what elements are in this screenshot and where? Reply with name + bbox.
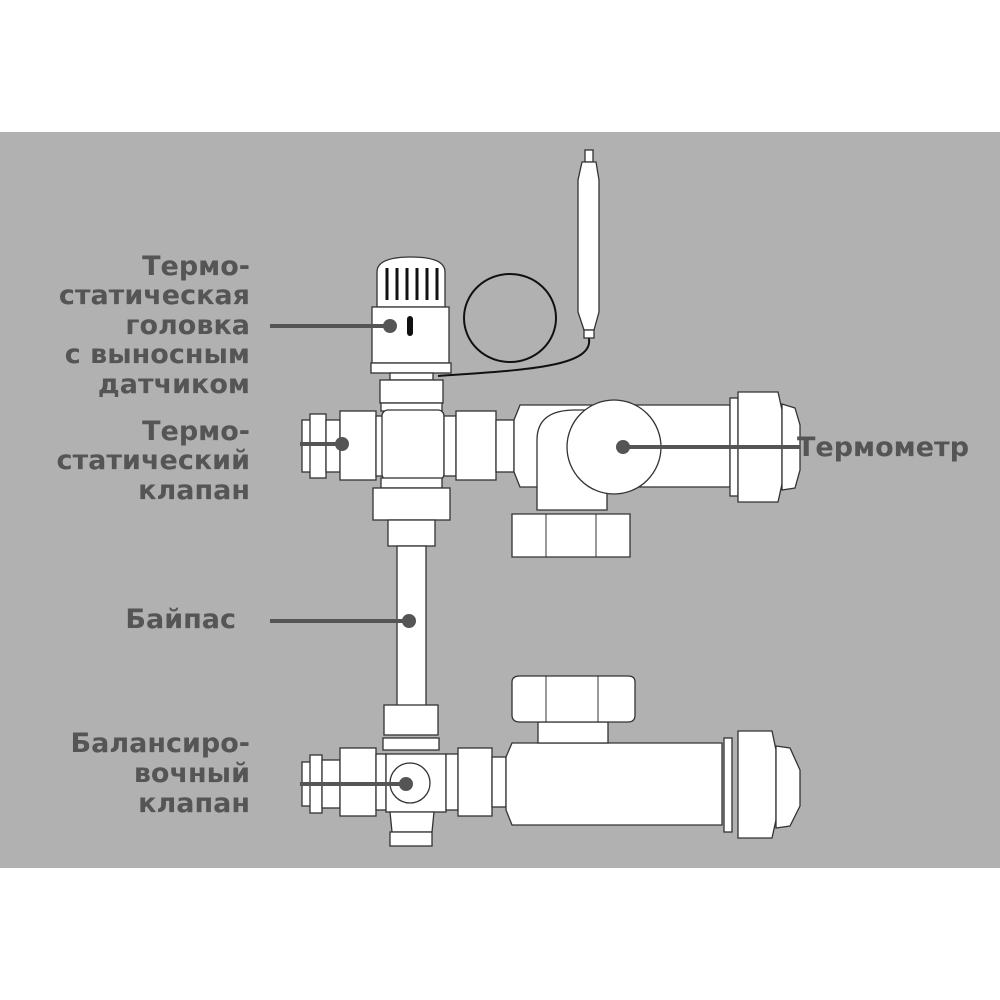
label-head-1: Термо- (142, 251, 250, 282)
balancing-valve (301, 675, 801, 847)
thermostatic-head (370, 256, 452, 412)
leader-lines (270, 319, 800, 791)
label-balancing-1: Балансиро- (71, 728, 250, 759)
diagram-background (0, 132, 1000, 868)
label-valve-2: статический (57, 445, 250, 476)
label-bypass: Байпас (125, 604, 236, 635)
label-balancing-3: клапан (138, 788, 250, 819)
label-head-5: датчиком (98, 369, 250, 400)
label-balancing-2: вочный (134, 758, 250, 789)
label-head-4: с выносным (65, 339, 250, 370)
supply-pipe-assembly (511, 391, 801, 558)
label-thermometer: Термометр (797, 432, 969, 463)
label-valve-3: клапан (138, 475, 250, 506)
remote-sensor (437, 149, 600, 377)
label-valve-1: Термо- (142, 416, 250, 447)
label-head-2: статическая (59, 280, 250, 311)
label-head-3: головка (125, 310, 250, 341)
thermostatic-valve (301, 409, 515, 547)
